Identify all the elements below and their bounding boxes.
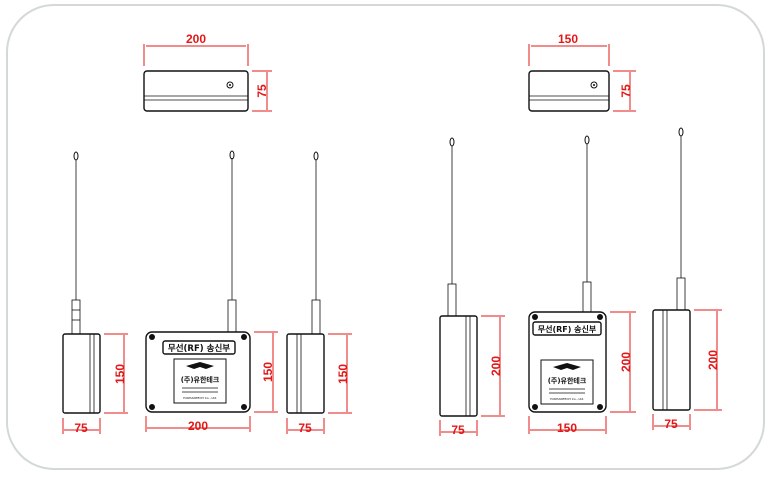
- right-front-height-dim: 200: [619, 352, 633, 372]
- right-front-company: YOOHANTECH Co., Ltd.: [550, 397, 584, 401]
- left-side-view-b: 75 150: [286, 151, 352, 435]
- right-top-height-dim: 75: [619, 84, 633, 98]
- right-side-b-width-dim: 75: [664, 417, 678, 431]
- left-front-view: 무선(RF) 송신부 (주)유한테크 YOOHANTECH Co., Ltd. …: [145, 150, 278, 433]
- right-front-width-dim: 150: [557, 421, 577, 435]
- left-side-a-width-dim: 75: [74, 421, 88, 435]
- left-front-company: YOOHANTECH Co., Ltd.: [183, 396, 217, 400]
- right-side-a-width-dim: 75: [451, 423, 465, 437]
- right-front-view: 무선(RF) 송신부 (주)유한테크 YOOHANTECH Co., Ltd. …: [528, 135, 636, 435]
- left-side-view-a: 75 150: [62, 151, 128, 435]
- left-top-view: 200 75: [143, 32, 272, 112]
- left-side-b-height-dim: 150: [336, 364, 350, 384]
- right-side-view-a: 75 200: [439, 137, 505, 437]
- drawing-frame: [6, 4, 765, 470]
- left-front-brand: (주)유한테크: [181, 375, 220, 384]
- left-front-title: 무선(RF) 송신부: [168, 343, 230, 354]
- left-top-height-dim: 75: [255, 84, 269, 98]
- left-top-width-dim: 200: [186, 32, 206, 46]
- left-front-width-dim: 200: [188, 419, 208, 433]
- left-side-b-width-dim: 75: [298, 421, 312, 435]
- left-front-height-dim: 150: [261, 362, 275, 382]
- right-side-b-height-dim: 200: [706, 350, 720, 370]
- left-side-a-height-dim: 150: [113, 364, 127, 384]
- right-front-brand: (주)유한테크: [548, 376, 587, 385]
- right-side-view-b: 75 200: [652, 127, 722, 431]
- right-side-a-height-dim: 200: [489, 356, 503, 376]
- right-front-title: 무선(RF) 송신부: [538, 324, 597, 334]
- right-top-view: 150 75: [528, 32, 636, 112]
- right-top-width-dim: 150: [558, 32, 578, 46]
